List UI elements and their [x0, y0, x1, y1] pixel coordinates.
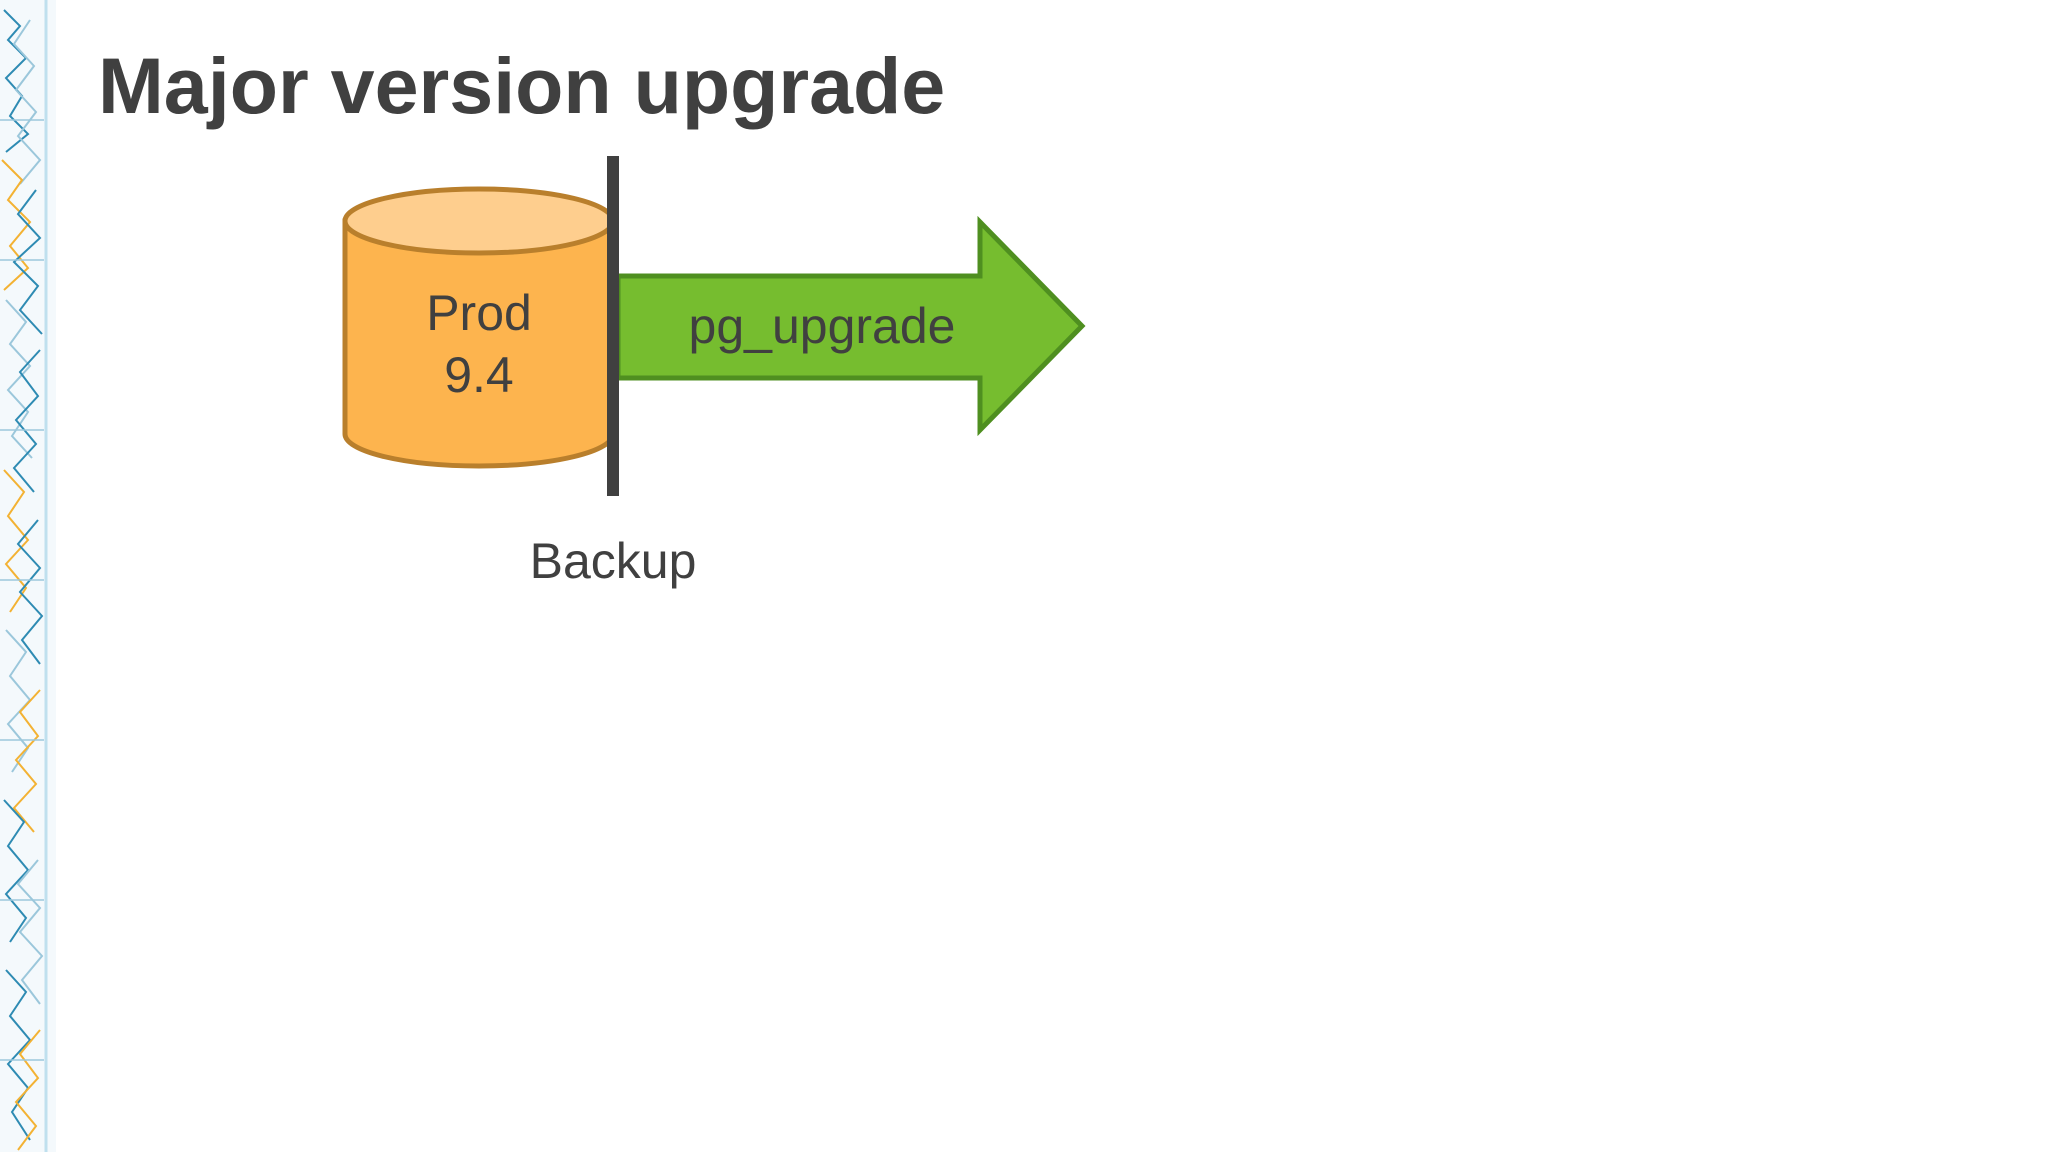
right-arrow-icon: [615, 215, 1086, 437]
database-cylinder-icon: [342, 186, 616, 469]
database-version-label: 9.4: [444, 347, 514, 403]
backup-divider-line: [607, 156, 619, 496]
database-cylinder-top: [342, 186, 616, 256]
arrow-label: pg_upgrade: [689, 298, 956, 354]
database-name-label: Prod: [426, 285, 532, 341]
database-cylinder-body: [342, 218, 616, 469]
slide-title: Major version upgrade: [98, 41, 946, 130]
backup-label: Backup: [530, 533, 697, 589]
side-pattern-decoration: [0, 0, 56, 1152]
